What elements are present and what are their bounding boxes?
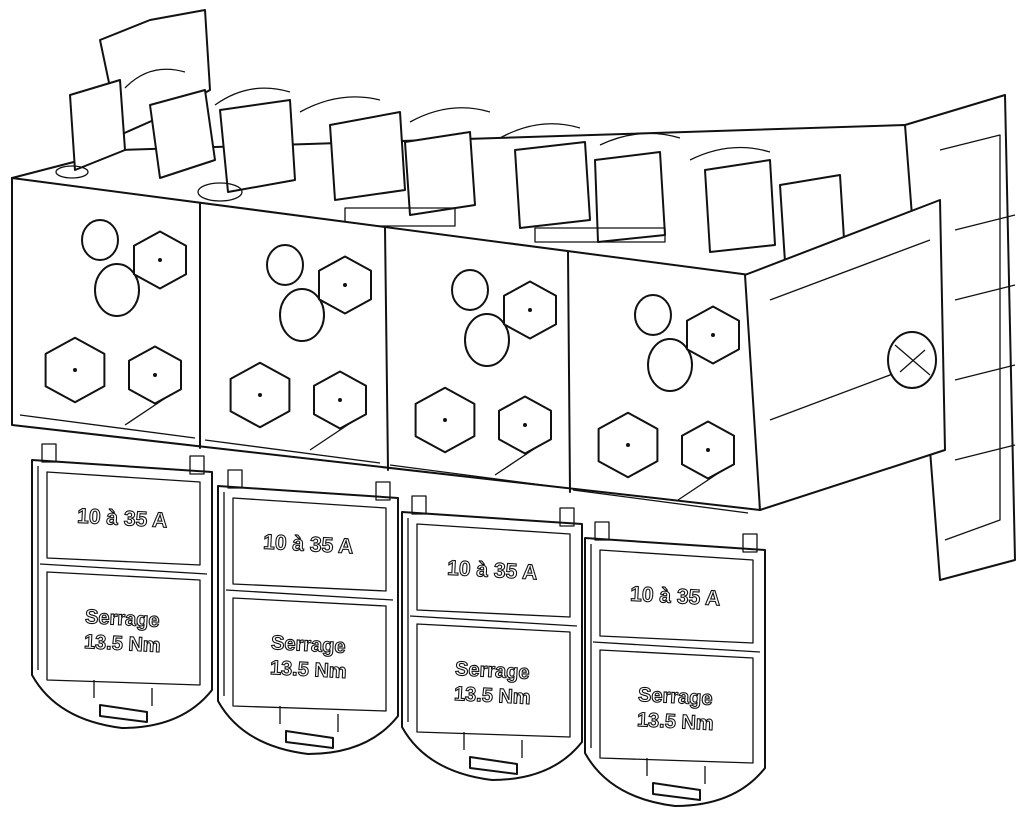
rating-label: 10 à 35 A <box>263 531 354 559</box>
clamp-spring <box>309 419 356 451</box>
torque-label-line2: 13.5 Nm <box>83 631 161 657</box>
round-post <box>634 294 672 336</box>
hinge-clip <box>227 469 243 489</box>
cable-hole <box>647 338 693 392</box>
compartment-3 <box>389 269 566 489</box>
torque-label-line1: Serrage <box>455 658 531 684</box>
hinge-clip <box>41 443 57 463</box>
round-post <box>266 244 304 286</box>
panel-divider <box>592 641 761 653</box>
compartment-floor <box>204 439 381 464</box>
torque-label-line2: 13.5 Nm <box>269 657 347 683</box>
clamp-spring <box>124 394 171 426</box>
screw-center <box>73 368 77 372</box>
panel-divider <box>409 615 578 627</box>
compartment-4 <box>572 294 749 514</box>
rating-window <box>599 549 754 644</box>
rating-label: 10 à 35 A <box>77 505 168 533</box>
screw-center <box>343 283 347 287</box>
rating-window <box>232 497 387 592</box>
screw-center <box>258 393 262 397</box>
round-post <box>451 269 489 311</box>
torque-label-line1: Serrage <box>638 684 714 710</box>
torque-window <box>599 649 754 764</box>
hinge-clip <box>559 507 575 527</box>
screw-center <box>338 398 342 402</box>
torque-window <box>46 571 201 686</box>
torque-label-line1: Serrage <box>85 606 161 632</box>
screw-center <box>706 448 710 452</box>
front-body <box>11 177 946 511</box>
handle-guides <box>279 706 339 732</box>
hinge-clip <box>411 495 427 515</box>
cable-hole <box>279 288 325 342</box>
compartment-floor <box>389 464 566 489</box>
screw-center <box>153 373 157 377</box>
clamp-spring <box>494 444 541 476</box>
rating-label: 10 à 35 A <box>630 583 721 611</box>
hinge-clip <box>742 533 758 553</box>
panel-flap <box>401 511 583 781</box>
pull-handle[interactable] <box>652 782 701 801</box>
round-post <box>81 219 119 261</box>
screw-center <box>711 333 715 337</box>
compartment-floor <box>19 414 196 439</box>
hinge-clip <box>189 455 205 475</box>
pull-handle[interactable] <box>99 704 148 723</box>
compartment-floor <box>572 489 749 514</box>
torque-window <box>232 597 387 712</box>
torque-label-line2: 13.5 Nm <box>636 709 714 735</box>
screw-center <box>528 308 532 312</box>
compartment-1 <box>19 219 196 439</box>
screw-center <box>443 418 447 422</box>
panel-flap <box>217 485 399 755</box>
compartment-2 <box>204 244 381 464</box>
rating-window <box>416 523 571 618</box>
panel-flap <box>584 537 766 807</box>
hinge-clip <box>375 481 391 501</box>
rating-window <box>46 471 201 566</box>
screw-center <box>523 423 527 427</box>
hinge-clip <box>594 521 610 541</box>
panel-divider <box>225 589 394 601</box>
torque-window <box>416 623 571 738</box>
cable-hole <box>94 263 140 317</box>
rating-label: 10 à 35 A <box>447 557 538 585</box>
pull-handle[interactable] <box>285 730 334 749</box>
screw-center <box>158 258 162 262</box>
side-pivot-screw <box>887 331 937 389</box>
torque-label-line2: 13.5 Nm <box>453 683 531 709</box>
torque-label-line1: Serrage <box>271 632 347 658</box>
screw-group <box>19 219 749 514</box>
handle-guides <box>646 758 706 784</box>
panel-divider <box>39 563 208 575</box>
pull-handle[interactable] <box>469 756 518 775</box>
handle-guides <box>93 680 153 706</box>
panel-flap <box>31 459 213 729</box>
handle-guides <box>463 732 523 758</box>
cable-hole <box>464 313 510 367</box>
screw-center <box>626 443 630 447</box>
clamp-spring <box>677 469 724 501</box>
